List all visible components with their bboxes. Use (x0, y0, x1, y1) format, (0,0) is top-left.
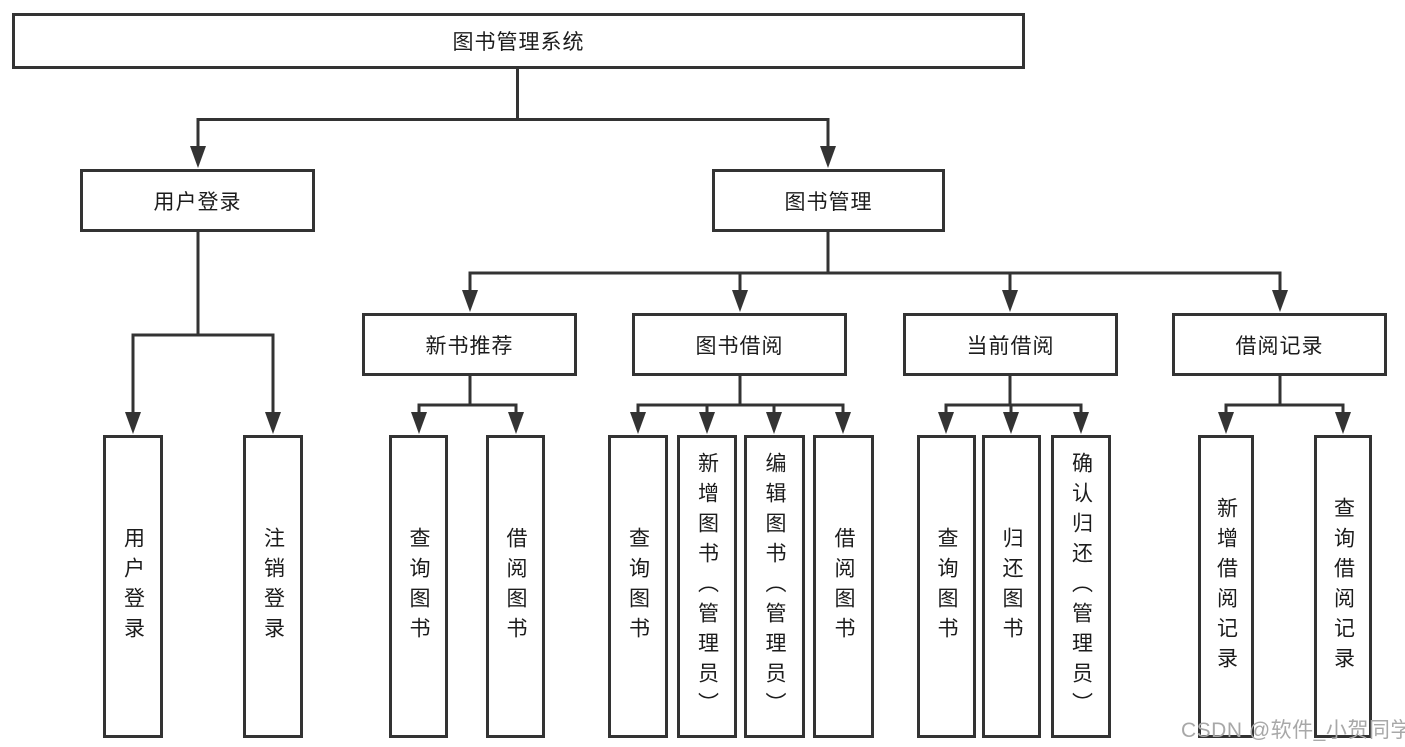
leaf-borrow-books-1: 借阅图书 (486, 435, 545, 738)
leaf-add-books-admin: 新增图书（管理员） (677, 435, 737, 738)
leaf-query-books-3: 查询图书 (917, 435, 976, 738)
node-book-mgmt: 图书管理 (712, 169, 945, 232)
leaf-label: 查询图书 (407, 526, 430, 647)
connector-new-books (417, 375, 518, 414)
node-book-mgmt-label: 图书管理 (784, 190, 873, 214)
arrowhead (1002, 290, 1018, 312)
arrowhead (766, 412, 782, 434)
arrowhead (125, 412, 141, 434)
node-root-label: 图书管理系统 (452, 31, 585, 54)
arrowhead (1003, 412, 1019, 434)
node-new-books: 新书推荐 (362, 313, 577, 376)
leaf-user-login-1: 用户登录 (103, 435, 163, 738)
arrowhead (835, 412, 851, 434)
arrowhead (411, 412, 427, 434)
leaf-return-books: 归还图书 (982, 435, 1041, 738)
connector-user-login (131, 231, 275, 414)
arrowhead (820, 146, 836, 168)
arrowhead (1335, 412, 1351, 434)
arrowhead (462, 290, 478, 312)
leaf-query-books-1: 查询图书 (389, 435, 448, 738)
arrowhead (938, 412, 954, 434)
node-current-borrow: 当前借阅 (903, 313, 1118, 376)
leaf-label: 编辑图书（管理员） (763, 451, 786, 722)
leaf-label: 用户登录 (121, 526, 145, 647)
node-borrow-records-label: 借阅记录 (1235, 334, 1324, 358)
node-user-login-label: 用户登录 (153, 190, 242, 214)
leaf-logout: 注销登录 (243, 435, 303, 738)
leaf-label: 查询图书 (626, 526, 650, 647)
connector-root (196, 69, 830, 149)
connector-book-borrow (636, 375, 845, 414)
node-root: 图书管理系统 (12, 13, 1025, 69)
arrowhead (630, 412, 646, 434)
arrowhead (508, 412, 524, 434)
leaf-confirm-return-admin: 确认归还（管理员） (1051, 435, 1111, 738)
leaf-label: 新增借阅记录 (1214, 496, 1238, 677)
node-current-borrow-label: 当前借阅 (966, 334, 1055, 358)
node-book-borrow-label: 图书借阅 (695, 334, 784, 358)
arrowhead (1218, 412, 1234, 434)
leaf-add-borrow-record: 新增借阅记录 (1198, 435, 1254, 738)
leaf-label: 查询图书 (935, 526, 958, 647)
arrowhead (1073, 412, 1089, 434)
connector-borrow-records (1224, 375, 1345, 414)
leaf-query-books-2: 查询图书 (608, 435, 668, 738)
csdn-watermark: CSDN @软件_小贺同学 (1181, 719, 1405, 742)
leaf-query-borrow-record: 查询借阅记录 (1314, 435, 1372, 738)
connector-book-mgmt (468, 231, 1282, 292)
arrowhead (1272, 290, 1288, 312)
leaf-label: 借阅图书 (504, 526, 527, 647)
connector-current-borrow (944, 375, 1083, 414)
leaf-label: 注销登录 (261, 526, 285, 647)
node-borrow-records: 借阅记录 (1172, 313, 1387, 376)
node-user-login: 用户登录 (80, 169, 315, 232)
arrowhead (265, 412, 281, 434)
leaf-edit-books-admin: 编辑图书（管理员） (744, 435, 805, 738)
arrowhead (699, 412, 715, 434)
arrowhead (190, 146, 206, 168)
arrowhead (732, 290, 748, 312)
leaf-label: 新增图书（管理员） (695, 451, 719, 722)
node-book-borrow: 图书借阅 (632, 313, 847, 376)
leaf-label: 借阅图书 (832, 526, 855, 647)
leaf-label: 确认归还（管理员） (1069, 451, 1093, 722)
leaf-label: 归还图书 (1000, 526, 1023, 647)
node-new-books-label: 新书推荐 (425, 334, 514, 358)
leaf-label: 查询借阅记录 (1331, 496, 1355, 677)
leaf-borrow-books-2: 借阅图书 (813, 435, 874, 738)
